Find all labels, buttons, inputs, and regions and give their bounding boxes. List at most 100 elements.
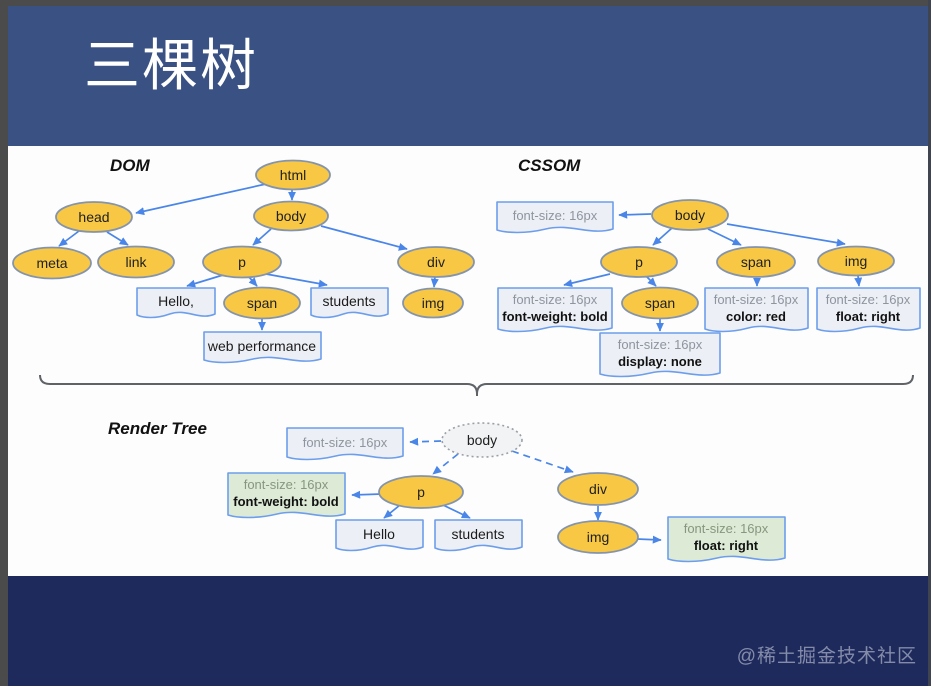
dom-node-link: link xyxy=(97,245,175,279)
dom-edge-html-head xyxy=(135,183,267,216)
cssom-edge-img-rule xyxy=(854,275,863,287)
svg-text:Hello,: Hello, xyxy=(158,293,194,309)
render-textnode-hello: Hello xyxy=(335,519,424,552)
render-edge-img-rule xyxy=(636,535,662,544)
cssom-rule-body: font-size: 16px xyxy=(496,201,614,234)
cssom-rule-img: font-size: 16px float: right xyxy=(816,287,921,333)
dom-textnode-webperf: web performance xyxy=(203,331,322,364)
cssom-tree-label: CSSOM xyxy=(518,156,581,175)
render-edge-p-rule xyxy=(351,490,383,499)
svg-text:font-size: 16px: font-size: 16px xyxy=(244,477,329,492)
three-trees-diagram: DOM html head body meta xyxy=(12,156,921,563)
svg-text:span: span xyxy=(645,295,675,311)
svg-text:font-size: 16px: font-size: 16px xyxy=(513,292,598,307)
svg-text:p: p xyxy=(635,254,643,270)
render-node-body: body xyxy=(441,422,523,458)
diagram-canvas xyxy=(8,146,929,576)
dom-edge-p-span xyxy=(248,276,258,287)
svg-text:meta: meta xyxy=(36,255,67,271)
render-edge-body-p xyxy=(432,453,459,475)
svg-text:students: students xyxy=(452,526,505,542)
cssom-rule-span-nested: font-size: 16px display: none xyxy=(599,332,721,378)
dom-tree: DOM html head body meta xyxy=(12,156,475,364)
svg-text:font-size: 16px: font-size: 16px xyxy=(513,208,598,223)
cssom-node-span-nested: span xyxy=(621,286,699,320)
render-edge-p-hello xyxy=(383,504,401,519)
svg-text:head: head xyxy=(78,209,109,225)
cssom-node-body: body xyxy=(651,199,729,231)
svg-text:font-size: 16px: font-size: 16px xyxy=(826,292,911,307)
svg-text:display: none: display: none xyxy=(618,354,702,369)
cssom-node-span: span xyxy=(716,246,796,278)
render-node-div: div xyxy=(557,472,639,506)
svg-text:link: link xyxy=(125,254,147,270)
svg-text:font-size: 16px: font-size: 16px xyxy=(714,292,799,307)
render-tree-label: Render Tree xyxy=(108,419,207,438)
slide-header: 三棵树 xyxy=(8,6,929,146)
dom-node-div: div xyxy=(397,246,475,278)
cssom-edge-p-rule xyxy=(563,273,611,287)
svg-text:body: body xyxy=(467,432,497,448)
cssom-edge-body-rule xyxy=(618,210,652,219)
svg-text:p: p xyxy=(417,484,425,500)
dom-node-head: head xyxy=(55,201,133,233)
svg-text:body: body xyxy=(675,207,705,223)
svg-text:span: span xyxy=(741,254,771,270)
render-edge-body-rule xyxy=(409,437,442,446)
svg-text:img: img xyxy=(587,529,610,545)
render-node-img: img xyxy=(557,520,639,554)
dom-tree-label: DOM xyxy=(110,156,151,175)
cssom-node-img: img xyxy=(817,245,895,277)
svg-text:float: right: float: right xyxy=(694,538,759,553)
svg-text:div: div xyxy=(427,254,445,270)
svg-text:font-size: 16px: font-size: 16px xyxy=(618,337,703,352)
page-title: 三棵树 xyxy=(84,34,258,97)
dom-node-p: p xyxy=(202,245,282,279)
svg-text:font-size: 16px: font-size: 16px xyxy=(303,435,388,450)
render-node-p: p xyxy=(378,475,464,509)
svg-text:p: p xyxy=(238,254,246,270)
svg-text:color: red: color: red xyxy=(726,309,786,324)
cssom-edge-body-span xyxy=(707,228,742,246)
dom-node-html: html xyxy=(255,159,331,191)
svg-text:font-weight: bold: font-weight: bold xyxy=(502,309,607,324)
frame-right-edge xyxy=(928,0,931,686)
render-rule-img: font-size: 16px float: right xyxy=(667,516,786,563)
dom-node-meta: meta xyxy=(12,246,92,280)
svg-text:Hello: Hello xyxy=(363,526,395,542)
cssom-rule-p: font-size: 16px font-weight: bold xyxy=(497,287,613,333)
slide-footer: @稀土掘金技术社区 xyxy=(8,576,929,686)
svg-text:img: img xyxy=(845,253,868,269)
dom-node-span: span xyxy=(223,286,301,320)
render-edge-body-div xyxy=(511,450,574,474)
render-tree: Render Tree font-size: 16px font-size: 1… xyxy=(108,419,786,563)
svg-text:font-size: 16px: font-size: 16px xyxy=(684,521,769,536)
cssom-edge-body-img xyxy=(726,223,846,247)
dom-edge-body-div xyxy=(320,225,408,251)
brace xyxy=(39,374,914,396)
dom-edge-head-meta xyxy=(58,230,80,247)
cssom-edge-p-span xyxy=(645,275,657,287)
dom-textnode-hello: Hello, xyxy=(136,287,216,319)
render-edge-p-students xyxy=(442,504,471,519)
svg-text:float: right: float: right xyxy=(836,309,901,324)
render-rule-p: font-size: 16px font-weight: bold xyxy=(227,472,346,519)
watermark: @稀土掘金技术社区 xyxy=(736,646,917,667)
svg-text:span: span xyxy=(247,295,277,311)
dom-edge-p-students xyxy=(265,273,328,288)
svg-text:img: img xyxy=(422,295,445,311)
cssom-tree: CSSOM font-size: 16px font-size: 16px fo… xyxy=(496,156,921,378)
svg-text:students: students xyxy=(323,293,376,309)
dom-node-img: img xyxy=(402,287,464,319)
cssom-edge-body-p xyxy=(652,227,673,246)
dom-node-body: body xyxy=(253,200,329,232)
dom-edge-body-p xyxy=(252,228,272,246)
dom-edge-p-hello xyxy=(186,274,224,288)
dom-edge-div-img xyxy=(430,276,439,288)
svg-text:html: html xyxy=(280,167,306,183)
render-rule-body: font-size: 16px xyxy=(286,427,404,461)
cssom-rule-span: font-size: 16px color: red xyxy=(704,287,809,333)
render-textnode-students: students xyxy=(434,519,523,552)
svg-text:body: body xyxy=(276,208,306,224)
svg-text:div: div xyxy=(589,481,607,497)
